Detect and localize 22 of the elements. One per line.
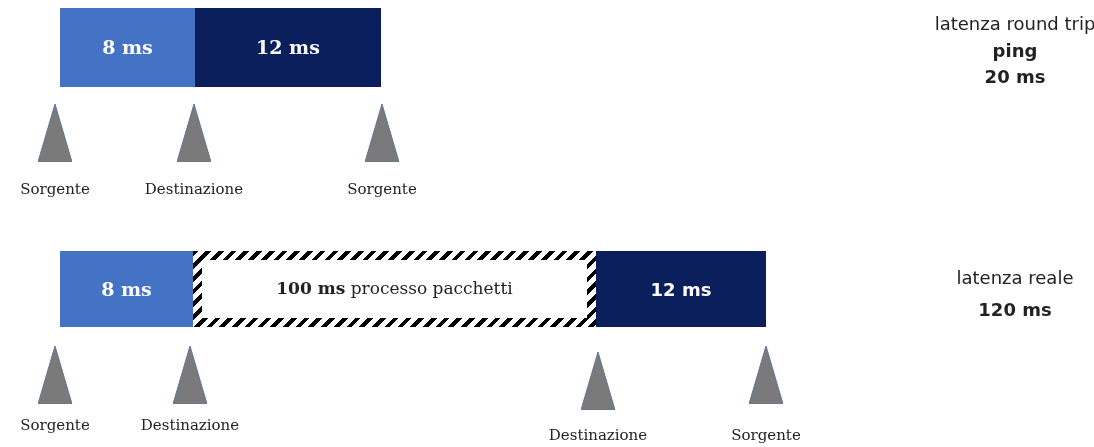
marker-label: Sorgente [20, 178, 90, 200]
marker-label: Sorgente [731, 424, 801, 446]
marker-label: Sorgente [20, 414, 90, 436]
time-segment [195, 8, 381, 87]
latency-caption: latenza reale [956, 266, 1074, 290]
segment-label: 8 ms [101, 276, 152, 302]
marker-label: Destinazione [548, 424, 648, 446]
marker-label: Destinazione [140, 414, 240, 436]
latency-caption: ping [992, 39, 1038, 63]
time-segment [596, 251, 766, 327]
hatched-segment [193, 251, 596, 327]
marker-label: Sorgente [347, 178, 417, 200]
latency-value: 120 ms [978, 298, 1052, 322]
segment-label: 100 ms processo pacchetti [276, 277, 513, 301]
segment-label: 12 ms [256, 35, 320, 61]
latency-value: 20 ms [984, 65, 1046, 89]
time-segment [60, 8, 195, 87]
marker-label: Destinazione [144, 178, 244, 200]
latency-caption: latenza round trip [934, 12, 1094, 36]
segment-label: 8 ms [102, 35, 153, 61]
segment-label: 12 ms [650, 277, 712, 302]
time-segment [60, 251, 193, 327]
